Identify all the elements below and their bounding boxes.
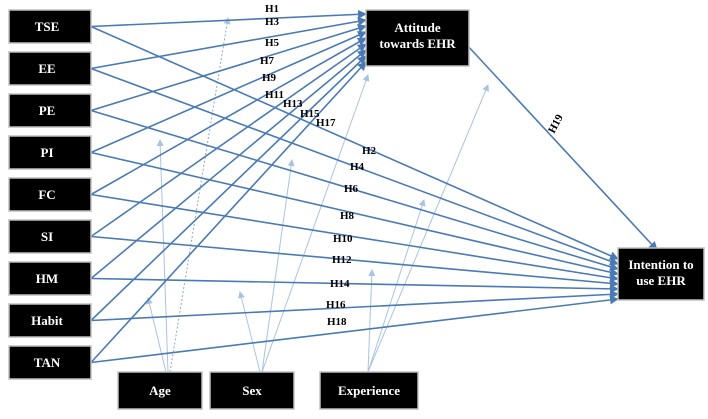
construct-box-si: SI (8, 219, 92, 254)
hypothesis-label-intention-6: H14 (330, 278, 350, 290)
hypothesis-label-attitude-8: H17 (316, 117, 336, 129)
moderator-arrow-age-to-h-pi (156, 139, 169, 373)
moderator-arrow-sex-to-h9 (261, 159, 295, 373)
construct-label-si: SI (41, 229, 53, 244)
construct-box-pi: PI (8, 135, 92, 170)
arrow-ee-to-attitude (90, 16, 367, 70)
construct-label-pe: PE (39, 103, 56, 118)
intention-box: Intention to use EHR (617, 247, 705, 301)
hypothesis-label-attitude-5: H11 (265, 89, 284, 101)
construct-label-tse: TSE (35, 19, 60, 34)
intention-label-line2: use EHR (636, 273, 686, 288)
arrow-attitude-to-intention (465, 43, 658, 251)
arrow-tse-to-attitude (90, 9, 367, 28)
arrow-ee-to-intention (90, 67, 619, 266)
construct-box-tan: TAN (8, 345, 92, 380)
moderator-arrow-experience-to-h8 (367, 199, 426, 373)
hypothesis-label-attitude-4: H9 (262, 72, 277, 84)
attitude-label-line1: Attitude (394, 20, 440, 35)
moderator-arrows (146, 17, 489, 373)
arrow-si-to-attitude (90, 43, 367, 238)
hypothesis-label-intention-3: H8 (340, 210, 355, 222)
moderator-arrow-sex-to-h16 (238, 291, 261, 373)
arrow-hm-to-attitude (90, 49, 367, 280)
construct-label-fc: FC (38, 187, 55, 202)
construct-label-habit: Habit (31, 313, 63, 328)
hypothesis-label-attitude-0: H1 (265, 3, 279, 15)
arrow-fc-to-intention (90, 193, 619, 283)
hypothesis-label-intention-4: H10 (333, 233, 353, 245)
hypothesis-label-attitude-1: H3 (265, 16, 280, 28)
hypothesis-arrows (90, 9, 658, 364)
hypothesis-label-intention-0: H2 (362, 145, 377, 157)
intention-label-line1: Intention to (628, 257, 693, 272)
hypothesis-label-intention-2: H6 (344, 183, 359, 195)
construct-label-ee: EE (38, 61, 55, 76)
hypothesis-labels: H1H2H3H4H5H6H7H8H9H10H11H12H13H14H15H16H… (260, 3, 566, 328)
moderator-arrow-experience-to-h19 (367, 84, 489, 373)
arrow-pe-to-intention (90, 109, 619, 272)
arrow-tan-to-attitude (90, 61, 367, 364)
arrow-tse-to-intention (90, 25, 619, 260)
hypothesis-label-attitude-7: H15 (300, 108, 320, 120)
construct-box-habit: Habit (8, 303, 92, 338)
moderator-label-sex: Sex (242, 383, 262, 398)
construct-label-hm: HM (36, 271, 58, 286)
construct-label-pi: PI (41, 145, 54, 160)
arrow-habit-to-attitude (90, 55, 367, 322)
arrow-si-to-intention (90, 235, 619, 288)
moderator-box-age: Age (117, 371, 203, 410)
arrow-pi-to-intention (90, 151, 619, 277)
arrow-habit-to-intention (90, 289, 619, 322)
hypothesis-label-intention-7: H16 (326, 299, 346, 311)
moderator-arrow-sex-to-attitude (261, 74, 370, 373)
hypothesis-label-attitude-2: H5 (265, 37, 280, 49)
moderator-arrow-experience-to-h12 (367, 269, 376, 373)
construct-box-ee: EE (8, 51, 92, 86)
hypothesis-label-attitude-6: H13 (283, 98, 303, 110)
arrow-tan-to-intention (90, 295, 619, 364)
moderator-label-age: Age (149, 383, 171, 398)
arrow-pi-to-attitude (90, 31, 367, 154)
hypothesis-label-attitude-3: H7 (260, 55, 275, 67)
attitude-box: Attitude towards EHR (365, 9, 470, 67)
construct-box-pe: PE (8, 93, 92, 128)
hypothesis-label-h19: H19 (546, 112, 566, 135)
construct-box-hm: HM (8, 261, 92, 296)
construct-box-fc: FC (8, 177, 92, 212)
hypothesis-label-intention-8: H18 (327, 316, 347, 328)
moderator-arrow-age-to-h14 (146, 297, 167, 373)
hypothesis-label-intention-1: H4 (350, 161, 365, 173)
arrow-pe-to-attitude (90, 24, 367, 112)
moderator-box-experience: Experience (319, 371, 419, 410)
construct-label-tan: TAN (34, 355, 61, 370)
moderator-box-sex: Sex (209, 371, 295, 410)
hypothesis-label-intention-5: H12 (332, 254, 352, 266)
attitude-label-line2: towards EHR (379, 36, 456, 51)
moderator-label-experience: Experience (338, 383, 400, 398)
construct-box-tse: TSE (8, 9, 92, 44)
arrow-fc-to-attitude (90, 37, 367, 196)
arrow-hm-to-intention (90, 277, 619, 294)
